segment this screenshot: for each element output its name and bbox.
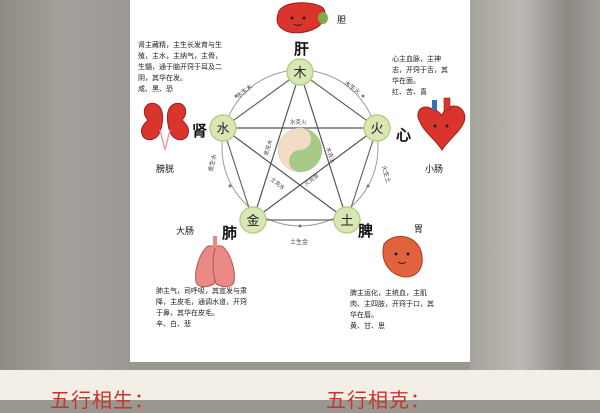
five-elements-chart: 木生火 火生土 土生金 金生水 水生木 水克火 木克土 火克金 土克水 金克木 … bbox=[130, 0, 470, 362]
label-fire-generates-earth: 火生土 bbox=[380, 164, 392, 183]
lung-icon bbox=[195, 236, 235, 288]
organ-large-intestine-label: 大肠 bbox=[176, 227, 195, 237]
organ-heart-label: 心 bbox=[396, 126, 412, 144]
element-wood-label: 木 bbox=[293, 66, 306, 81]
controlling-star bbox=[222, 71, 378, 221]
organ-gallbladder-label: 胆 bbox=[337, 16, 347, 26]
element-water-label: 水 bbox=[216, 122, 229, 137]
wall-background-right bbox=[470, 0, 600, 400]
generating-cycle-title: 五行相生： bbox=[50, 388, 155, 412]
element-metal-label: 金 bbox=[246, 213, 259, 229]
liver-icon bbox=[276, 2, 328, 34]
organ-small-intestine-label: 小肠 bbox=[425, 165, 444, 175]
organ-kidney-label: 肾 bbox=[192, 122, 208, 140]
lung-description: 肺主气，司呼吸，其宣发与肃 降，主皮毛，通调水道，开窍 于鼻，其华在皮毛。 辛、… bbox=[156, 287, 247, 328]
element-node-water: 水 bbox=[209, 114, 237, 142]
label-metal-generates-water: 金生水 bbox=[206, 153, 218, 172]
spleen-icon bbox=[382, 235, 423, 278]
organ-stomach-label: 胃 bbox=[414, 225, 424, 235]
label-water-controls-fire: 水克火 bbox=[290, 118, 307, 126]
wall-background-left bbox=[0, 0, 130, 400]
kidney-description: 肾主藏精，主生长发育与生 殖，主水，主纳气，主骨， 生髓，通于脑开窍于耳及二 阴… bbox=[138, 41, 222, 93]
element-node-fire: 火 bbox=[363, 114, 391, 142]
organ-spleen-label: 脾 bbox=[358, 222, 374, 240]
five-elements-svg: 木生火 火生土 土生金 金生水 水生木 水克火 木克土 火克金 土克水 金克木 … bbox=[141, 2, 466, 288]
footer-card bbox=[0, 370, 600, 400]
element-earth-label: 土 bbox=[340, 214, 353, 229]
label-wood-generates-fire: 木生火 bbox=[343, 79, 362, 96]
label-metal-controls-wood: 金克木 bbox=[261, 138, 274, 157]
controlling-cycle-title: 五行相克： bbox=[326, 388, 431, 412]
element-node-metal: 金 bbox=[239, 206, 267, 234]
element-fire-label: 火 bbox=[370, 122, 383, 137]
label-fire-controls-metal: 火克金 bbox=[302, 171, 320, 188]
heart-icon bbox=[417, 97, 466, 151]
element-node-earth: 土 bbox=[333, 206, 361, 234]
organ-lung-label: 肺 bbox=[222, 224, 238, 242]
spleen-description: 脾主运化，主统血，主肌 肉、主四肢，开窍于口，其 华在唇。 黄、甘、思 bbox=[350, 289, 434, 330]
element-node-wood: 木 bbox=[286, 58, 314, 86]
kidney-icon bbox=[141, 102, 189, 151]
organ-bladder-label: 膀胱 bbox=[156, 165, 175, 175]
label-earth-generates-metal: 土生金 bbox=[290, 238, 308, 246]
yin-yang-icon bbox=[277, 127, 323, 173]
heart-description: 心主血脉，主神 志，开窍于舌，其 华在面。 红、苦、喜 bbox=[392, 55, 448, 96]
label-earth-controls-water: 土克水 bbox=[269, 175, 287, 192]
organ-liver-label: 肝 bbox=[294, 40, 310, 58]
